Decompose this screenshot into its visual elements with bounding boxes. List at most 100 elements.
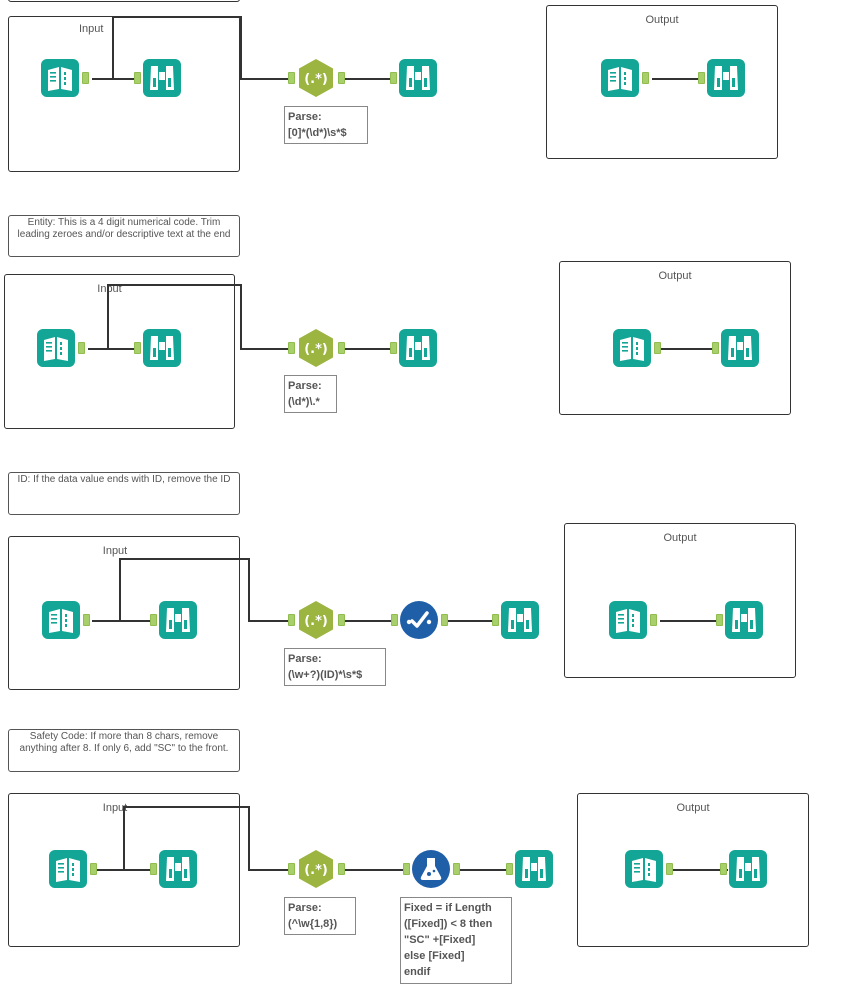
output-anchor[interactable] bbox=[90, 863, 97, 875]
input-anchor[interactable] bbox=[712, 342, 719, 354]
book-input-icon[interactable] bbox=[48, 849, 88, 889]
binoculars-browse-icon[interactable] bbox=[724, 600, 764, 640]
connection-wire bbox=[343, 78, 391, 80]
input-anchor[interactable] bbox=[492, 614, 499, 626]
container-title: Input bbox=[102, 545, 128, 557]
output-anchor[interactable] bbox=[78, 342, 85, 354]
connection-wire bbox=[240, 284, 242, 350]
output-anchor[interactable] bbox=[650, 614, 657, 626]
connection-wire bbox=[343, 869, 405, 871]
connection-wire bbox=[123, 806, 248, 808]
formula-line: Fixed = if Length bbox=[404, 902, 492, 914]
workflow3-parse-annotation[interactable]: Parse: (\w+?)(ID)*\s*$ bbox=[284, 648, 386, 686]
book-input-icon[interactable] bbox=[40, 58, 80, 98]
connection-wire bbox=[240, 348, 292, 350]
formula-line: ([Fixed]) < 8 then bbox=[404, 918, 493, 930]
connection-wire bbox=[107, 284, 240, 286]
binoculars-browse-icon[interactable] bbox=[142, 328, 182, 368]
connection-wire bbox=[248, 558, 250, 622]
binoculars-browse-icon[interactable] bbox=[142, 58, 182, 98]
workflow1-parse-annotation[interactable]: Parse: [0]*(\d*)\s*$ bbox=[284, 106, 368, 144]
binoculars-browse-icon[interactable] bbox=[500, 600, 540, 640]
regex-hexagon-icon[interactable]: (.*) bbox=[296, 58, 336, 98]
input-anchor[interactable] bbox=[288, 72, 295, 84]
connection-wire bbox=[248, 869, 292, 871]
input-anchor[interactable] bbox=[150, 863, 157, 875]
output-anchor[interactable] bbox=[338, 614, 345, 626]
workflow1-top-box-stub bbox=[8, 0, 240, 2]
parse-expression: (^\w{1,8}) bbox=[288, 918, 338, 930]
input-anchor[interactable] bbox=[506, 863, 513, 875]
binoculars-browse-icon[interactable] bbox=[158, 849, 198, 889]
book-input-icon[interactable] bbox=[41, 600, 81, 640]
regex-hexagon-icon[interactable]: (.*) bbox=[296, 849, 336, 889]
workflow2-parse-annotation[interactable]: Parse: (\d*)\.* bbox=[284, 375, 337, 413]
workflow4-formula-annotation[interactable]: Fixed = if Length ([Fixed]) < 8 then "SC… bbox=[400, 897, 512, 984]
input-anchor[interactable] bbox=[391, 614, 398, 626]
book-input-icon[interactable] bbox=[36, 328, 76, 368]
connection-wire bbox=[459, 869, 509, 871]
binoculars-browse-icon[interactable] bbox=[514, 849, 554, 889]
output-anchor[interactable] bbox=[441, 614, 448, 626]
connection-wire bbox=[92, 78, 140, 80]
input-anchor[interactable] bbox=[134, 72, 141, 84]
workflow2-comment[interactable]: Entity: This is a 4 digit numerical code… bbox=[8, 215, 240, 257]
output-anchor[interactable] bbox=[453, 863, 460, 875]
svg-text:(.*): (.*) bbox=[304, 342, 328, 357]
output-anchor[interactable] bbox=[83, 614, 90, 626]
input-anchor[interactable] bbox=[288, 614, 295, 626]
output-anchor[interactable] bbox=[82, 72, 89, 84]
workflow3-output-container[interactable]: Output bbox=[564, 523, 796, 678]
connection-wire bbox=[660, 620, 718, 622]
connection-wire bbox=[660, 348, 714, 350]
container-title: Output bbox=[658, 270, 692, 282]
output-anchor[interactable] bbox=[666, 863, 673, 875]
binoculars-browse-icon[interactable] bbox=[398, 58, 438, 98]
book-input-icon[interactable] bbox=[600, 58, 640, 98]
parse-label: Parse: bbox=[288, 380, 322, 392]
book-input-icon[interactable] bbox=[612, 328, 652, 368]
binoculars-browse-icon[interactable] bbox=[720, 328, 760, 368]
check-circle-icon[interactable] bbox=[399, 600, 439, 640]
container-title: Input bbox=[79, 23, 104, 35]
binoculars-browse-icon[interactable] bbox=[398, 328, 438, 368]
parse-label: Parse: bbox=[288, 111, 322, 123]
input-anchor[interactable] bbox=[150, 614, 157, 626]
input-anchor[interactable] bbox=[403, 863, 410, 875]
container-title: Input bbox=[97, 283, 122, 295]
output-anchor[interactable] bbox=[338, 863, 345, 875]
formula-line: endif bbox=[404, 966, 431, 978]
output-anchor[interactable] bbox=[642, 72, 649, 84]
container-title: Output bbox=[676, 802, 710, 814]
connection-wire bbox=[240, 78, 292, 80]
input-anchor[interactable] bbox=[698, 72, 705, 84]
input-anchor[interactable] bbox=[716, 614, 723, 626]
workflow3-comment[interactable]: ID: If the data value ends with ID, remo… bbox=[8, 472, 240, 515]
connection-wire bbox=[343, 620, 391, 622]
connection-wire bbox=[240, 16, 242, 80]
connection-wire bbox=[88, 348, 140, 350]
workflow4-parse-annotation[interactable]: Parse: (^\w{1,8}) bbox=[284, 897, 356, 935]
output-anchor[interactable] bbox=[338, 342, 345, 354]
book-input-icon[interactable] bbox=[608, 600, 648, 640]
connection-wire bbox=[107, 284, 109, 350]
parse-label: Parse: bbox=[288, 902, 322, 914]
output-anchor[interactable] bbox=[338, 72, 345, 84]
input-anchor[interactable] bbox=[134, 342, 141, 354]
input-anchor[interactable] bbox=[390, 342, 397, 354]
binoculars-browse-icon[interactable] bbox=[158, 600, 198, 640]
input-anchor[interactable] bbox=[288, 342, 295, 354]
input-anchor[interactable] bbox=[288, 863, 295, 875]
workflow4-comment[interactable]: Safety Code: If more than 8 chars, remov… bbox=[8, 729, 240, 772]
book-input-icon[interactable] bbox=[624, 849, 664, 889]
output-anchor[interactable] bbox=[654, 342, 661, 354]
regex-hexagon-icon[interactable]: (.*) bbox=[296, 328, 336, 368]
input-anchor[interactable] bbox=[720, 863, 727, 875]
connection-wire bbox=[670, 869, 728, 871]
regex-hexagon-icon[interactable]: (.*) bbox=[296, 600, 336, 640]
input-anchor[interactable] bbox=[390, 72, 397, 84]
binoculars-browse-icon[interactable] bbox=[706, 58, 746, 98]
binoculars-browse-icon[interactable] bbox=[728, 849, 768, 889]
flask-formula-icon[interactable] bbox=[411, 849, 451, 889]
connection-wire bbox=[343, 348, 391, 350]
